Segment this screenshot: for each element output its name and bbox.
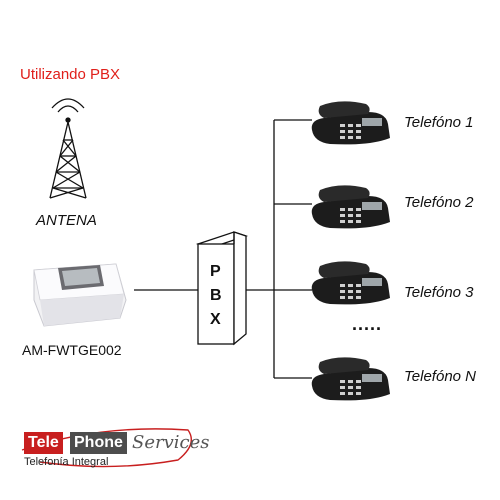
more-phones-ellipsis: ..... [352,314,383,334]
phone-label-n: Telefóno N [404,368,476,385]
logo-tele: Tele [24,432,63,454]
antenna-label: ANTENA [36,212,97,229]
phone-icon-1 [311,101,390,145]
pbx-letter-b: B [210,287,222,304]
pbx-letter-x: X [210,311,221,328]
phone-icon-2 [311,185,390,229]
diagram-title: Utilizando PBX [20,66,121,83]
gateway-device-icon [33,263,127,327]
device-label: AM-FWTGE002 [22,342,122,358]
pbx-letter-p: P [210,263,221,280]
logo-services: Services [132,432,210,453]
phone-label-3: Telefóno 3 [404,284,474,301]
phone-label-2: Telefóno 2 [404,194,474,211]
phone-icon-n [311,357,390,401]
antenna-icon [49,98,87,199]
pbx-box [195,231,249,346]
phone-icon-3 [311,261,390,305]
logo-tagline: Telefonía Integral [24,456,109,468]
logo-phone: Phone [70,432,127,454]
phone-label-1: Telefóno 1 [404,114,474,131]
